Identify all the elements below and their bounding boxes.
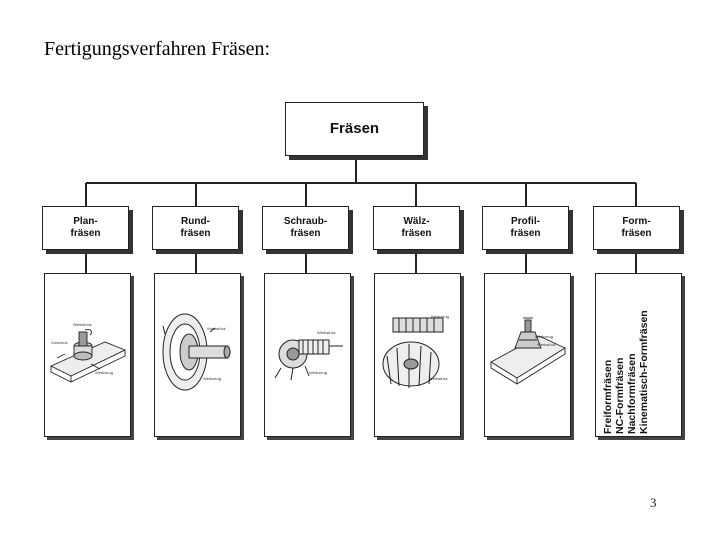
label-werkzeug: Werkzeug: [203, 376, 221, 381]
category-waelzfraesen: Wälz- fräsen: [373, 206, 460, 250]
form-type-list: Freiformfräsen NC-Formfräsen Nachformfrä…: [600, 276, 680, 434]
form-type-freiformfraesen: Freiformfräsen: [602, 359, 614, 434]
root-node-fraesen: Fräsen: [285, 102, 424, 156]
category-profilfraesen: Profil- fräsen: [482, 206, 569, 250]
category-schraubfraesen: Schraub- fräsen: [262, 206, 349, 250]
label-werkstueck: Werkstück: [429, 376, 448, 381]
label-werkzeug: Werkzeug: [95, 370, 113, 375]
label-werkstueck: Werkstück: [73, 322, 92, 327]
circular-milling-icon: [162, 313, 231, 391]
schraubfraesen-illustration: Werkstück Werkzeug: [264, 273, 351, 437]
label-werkzeug: Werkzeug: [431, 314, 449, 319]
rundfraesen-illustration: Werkstück Werkzeug: [154, 273, 241, 437]
thread-milling-icon: [274, 339, 343, 381]
planfraesen-illustration: Vorschub Werkzeug Werkstück: [44, 273, 131, 437]
label-werkzeug: Werkzeug: [309, 370, 327, 375]
label-werkzeug: Werkzeug: [535, 334, 553, 339]
face-milling-icon: [49, 329, 127, 383]
form-type-nc-formfraesen: NC-Formfräsen: [614, 357, 626, 434]
profilfraesen-illustration: Werkzeug Werkstück: [484, 273, 571, 437]
label-werkstueck: Werkstück: [537, 342, 556, 347]
category-formfraesen: Form- fräsen: [593, 206, 680, 250]
form-type-nachformfraesen: Nachformfräsen: [626, 353, 638, 434]
slide-title: Fertigungsverfahren Fräsen:: [44, 38, 271, 60]
label-werkstueck: Werkstück: [317, 330, 336, 335]
category-rundfraesen: Rund- fräsen: [152, 206, 239, 250]
formfraesen-types-panel: Freiformfräsen NC-Formfräsen Nachformfrä…: [595, 273, 682, 437]
label-vorschub: Vorschub: [51, 340, 68, 345]
label-werkstueck: Werkstück: [207, 326, 226, 331]
page-number: 3: [650, 495, 657, 510]
profile-milling-icon: [490, 317, 566, 385]
form-type-kinematisch-formfraesen: Kinematisch-Formfräsen: [638, 310, 650, 434]
category-planfraesen: Plan- fräsen: [42, 206, 129, 250]
hobbing-icon: [382, 317, 444, 388]
waelzfraesen-illustration: Werkzeug Werkstück: [374, 273, 461, 437]
